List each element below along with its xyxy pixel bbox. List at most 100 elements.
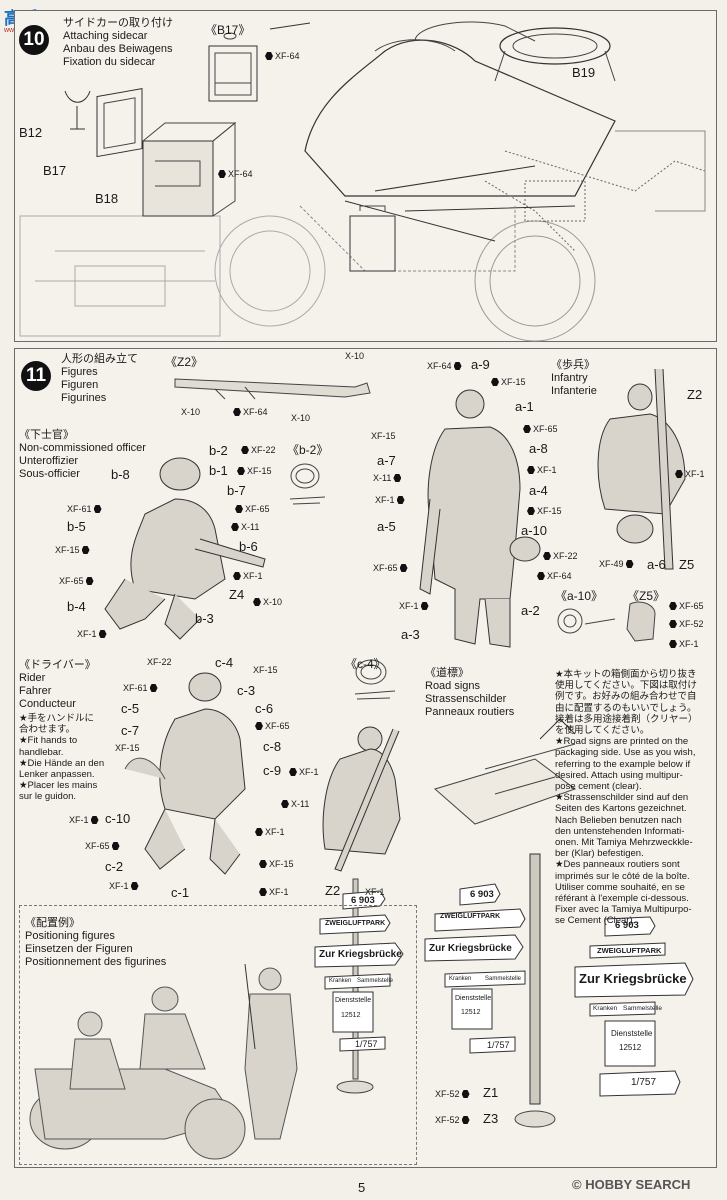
sign-text: Sammelstelle xyxy=(623,1005,663,1012)
callout-c-4: 《c-4》 xyxy=(345,657,386,671)
paint-code: XF-15 xyxy=(371,431,396,441)
roadsigns-title-jp: 《道標》 xyxy=(425,667,469,679)
paint-hex-icon xyxy=(253,598,261,606)
paint-hex-icon xyxy=(527,466,535,474)
paint-hex-icon xyxy=(130,882,139,890)
paint-code: X-10 xyxy=(181,407,201,417)
paint-callout: XF-65 xyxy=(255,721,290,731)
paint-code: XF-1 xyxy=(69,815,89,825)
part-label-z3: Z3 xyxy=(483,1111,499,1126)
note-line: Seiten des Kartons gezeichnet. xyxy=(555,803,687,815)
paint-hex-icon xyxy=(241,446,249,454)
sign-text: 6 903 xyxy=(615,920,639,931)
positioning-title-en: Positioning figures xyxy=(25,930,115,942)
paint-code: XF-49 xyxy=(599,559,624,569)
part-label: c-7 xyxy=(121,723,140,738)
step-11-title-en: Figures xyxy=(61,366,98,378)
step-10-title-jp: サイドカーの取り付け xyxy=(63,17,173,29)
note-line: pose cement (clear). xyxy=(555,781,642,793)
part-label-b18: B18 xyxy=(95,191,119,206)
paint-hex-icon xyxy=(543,552,551,560)
paint-code: XF-64 xyxy=(228,169,253,179)
sign-text: Dienststelle xyxy=(455,995,492,1002)
paint-hex-icon xyxy=(233,408,241,416)
infantry-title-de: Infanterie xyxy=(551,385,597,397)
paint-hex-icon xyxy=(149,684,158,692)
paint-hex-icon xyxy=(85,577,94,585)
note-line: 使用してください。下図は取付け xyxy=(555,680,697,692)
paint-callout: XF-15 xyxy=(253,665,278,675)
step-11-title-de: Figuren xyxy=(61,379,99,391)
paint-callout: XF-65 xyxy=(85,841,120,851)
part-label: a-6 xyxy=(647,557,666,572)
step-11-illustration xyxy=(29,368,694,1160)
note-line: packaging side. Use as you wish, xyxy=(555,747,696,759)
part-label: b-7 xyxy=(227,483,246,498)
sign-text: 1/757 xyxy=(487,1040,510,1050)
paint-callout: XF-61 xyxy=(67,504,102,514)
paint-hex-icon xyxy=(669,620,677,628)
note-line: を使用してください。 xyxy=(555,725,650,737)
rider-note-line: ★Fit hands to xyxy=(19,735,78,747)
paint-hex-icon xyxy=(675,470,683,478)
paint-callout: X-11 xyxy=(231,522,259,532)
positioning-title-jp: 《配置例》 xyxy=(25,917,80,929)
paint-callout: XF-64 xyxy=(218,169,253,179)
paint-code: XF-1 xyxy=(299,767,319,777)
roadsigns-title-en: Road signs xyxy=(425,680,481,692)
paint-code: XF-15 xyxy=(269,859,294,869)
paint-code: XF-52 xyxy=(679,619,704,629)
sign-text: ZWEIGLUFTPARK xyxy=(597,946,662,955)
paint-callout: X-11 xyxy=(281,799,309,809)
part-label: a-8 xyxy=(529,441,548,456)
paint-callout: XF-1 xyxy=(365,887,385,897)
paint-code: XF-65 xyxy=(533,424,558,434)
part-label: Z4 xyxy=(229,587,245,602)
paint-code: X-10 xyxy=(345,351,365,361)
part-label-b12: B12 xyxy=(19,125,43,140)
sign-text: Zur Kriegsbrücke xyxy=(319,949,402,960)
infantry-title-en: Infantry xyxy=(551,372,588,384)
paint-callout: XF-1 xyxy=(69,815,99,825)
paint-callout: XF-65 xyxy=(373,563,408,573)
rider-note-line: 合わせます。 xyxy=(19,724,76,736)
note-line: 接着は多用途接着剤（クリヤー） xyxy=(555,713,698,725)
paint-code: XF-1 xyxy=(77,629,97,639)
part-label: c-5 xyxy=(121,701,140,716)
paint-code: XF-65 xyxy=(373,563,398,573)
paint-code: XF-64 xyxy=(547,571,572,581)
paint-hex-icon xyxy=(98,630,107,638)
paint-code: XF-15 xyxy=(115,743,140,753)
positioning-title-de: Einsetzen der Figuren xyxy=(25,943,133,955)
sign-text: Kranken xyxy=(329,978,352,984)
sign-text: ZWEIGLUFTPARK xyxy=(325,920,386,927)
paint-code: X-10 xyxy=(263,597,283,607)
paint-callout: XF-1 xyxy=(375,495,405,505)
paint-hex-icon xyxy=(255,828,263,836)
paint-hex-icon xyxy=(420,602,429,610)
paint-hex-icon xyxy=(235,505,243,513)
paint-code: XF-64 xyxy=(243,407,268,417)
rider-title-jp: 《ドライバー》 xyxy=(19,659,96,671)
part-label-z1: Z1 xyxy=(483,1085,499,1100)
paint-callout: XF-15 xyxy=(371,431,396,441)
paint-callout: XF-1 xyxy=(675,469,705,479)
paint-callout: XF-1 xyxy=(233,571,263,581)
rider-title-de: Fahrer xyxy=(19,685,52,697)
step-10-number: 10 xyxy=(19,25,49,55)
part-label: a-4 xyxy=(529,483,548,498)
roadsigns-note: ★本キットの箱側面から切り抜き 使用してください。下図は取付け 例です。お好みの… xyxy=(555,669,698,927)
paint-code: XF-22 xyxy=(553,551,578,561)
paint-callout: XF-52 xyxy=(435,1115,470,1125)
paint-hex-icon xyxy=(393,474,402,482)
part-label: a-7 xyxy=(377,453,396,468)
paint-callout: XF-49 xyxy=(599,559,634,569)
roadsigns-title-de: Strassenschilder xyxy=(425,693,507,705)
sign-text: Dienststelle xyxy=(335,997,372,1004)
note-line: référant à l'exemple ci-dessous. xyxy=(555,893,689,905)
paint-callout: XF-15 xyxy=(491,377,526,387)
paint-hex-icon xyxy=(669,640,677,648)
rider-note-line: handlebar. xyxy=(19,746,64,758)
paint-hex-icon xyxy=(523,425,531,433)
nco-title-fr: Sous-officier xyxy=(19,468,80,480)
